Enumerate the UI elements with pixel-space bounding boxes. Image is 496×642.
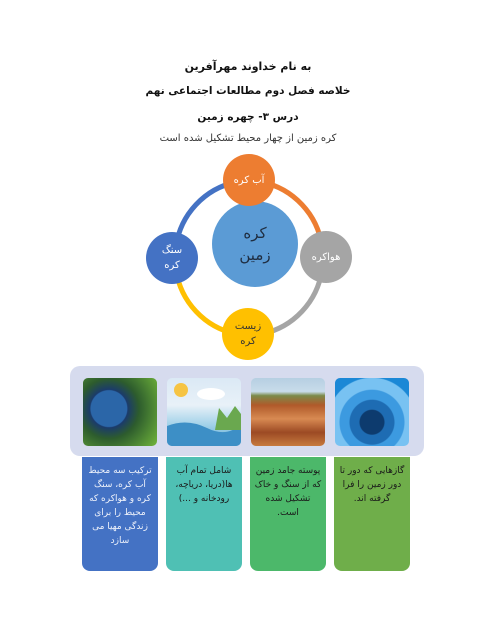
biosphere-label: زیست کره <box>234 321 262 347</box>
biosphere-node: زیست کره <box>222 308 274 360</box>
earth-center-node: کره زمین <box>212 201 298 287</box>
lesson-title: درس ۳- چهره زمین <box>197 111 299 123</box>
lithosphere-node: سنگ کره <box>146 232 198 284</box>
card-hydrosphere-text: شامل تمام آب ها(دریا، دریاچه، رودخانه و … <box>175 466 233 504</box>
atmosphere-layers-image <box>335 378 409 446</box>
intro-sentence: کره زمین از چهار محیط تشکیل شده است <box>159 133 337 144</box>
card-biosphere: ترکیب سه محیط آب کره، سنگ کره و هواکره ک… <box>82 457 158 571</box>
card-biosphere-text: ترکیب سه محیط آب کره، سنگ کره و هواکره ک… <box>88 466 152 546</box>
hydrosphere-label: آب کره <box>233 174 265 186</box>
card-atmosphere: گازهایی که دور تا دور زمین را فرا گرفته … <box>334 457 410 571</box>
document-title: خلاصه فصل دوم مطالعات اجتماعی نهم <box>145 85 351 97</box>
card-hydrosphere: شامل تمام آب ها(دریا، دریاچه، رودخانه و … <box>166 457 242 571</box>
soil-layers-image <box>251 378 325 446</box>
water-cycle-image <box>167 378 241 446</box>
card-lithosphere: پوسته جامد زمین که از سنگ و خاک تشکیل شد… <box>250 457 326 571</box>
earth-with-grass-image <box>83 378 157 446</box>
atmosphere-node: هواکره <box>300 231 352 283</box>
lithosphere-label: سنگ کره <box>161 245 183 271</box>
atmosphere-label: هواکره <box>311 251 341 263</box>
hydrosphere-node: آب کره <box>223 154 275 206</box>
card-lithosphere-text: پوسته جامد زمین که از سنگ و خاک تشکیل شد… <box>254 466 322 518</box>
earth-center-label: کره زمین <box>239 223 271 265</box>
invocation-heading: به نام خداوند مهرآفرین <box>184 60 312 73</box>
card-atmosphere-text: گازهایی که دور تا دور زمین را فرا گرفته … <box>339 466 405 504</box>
